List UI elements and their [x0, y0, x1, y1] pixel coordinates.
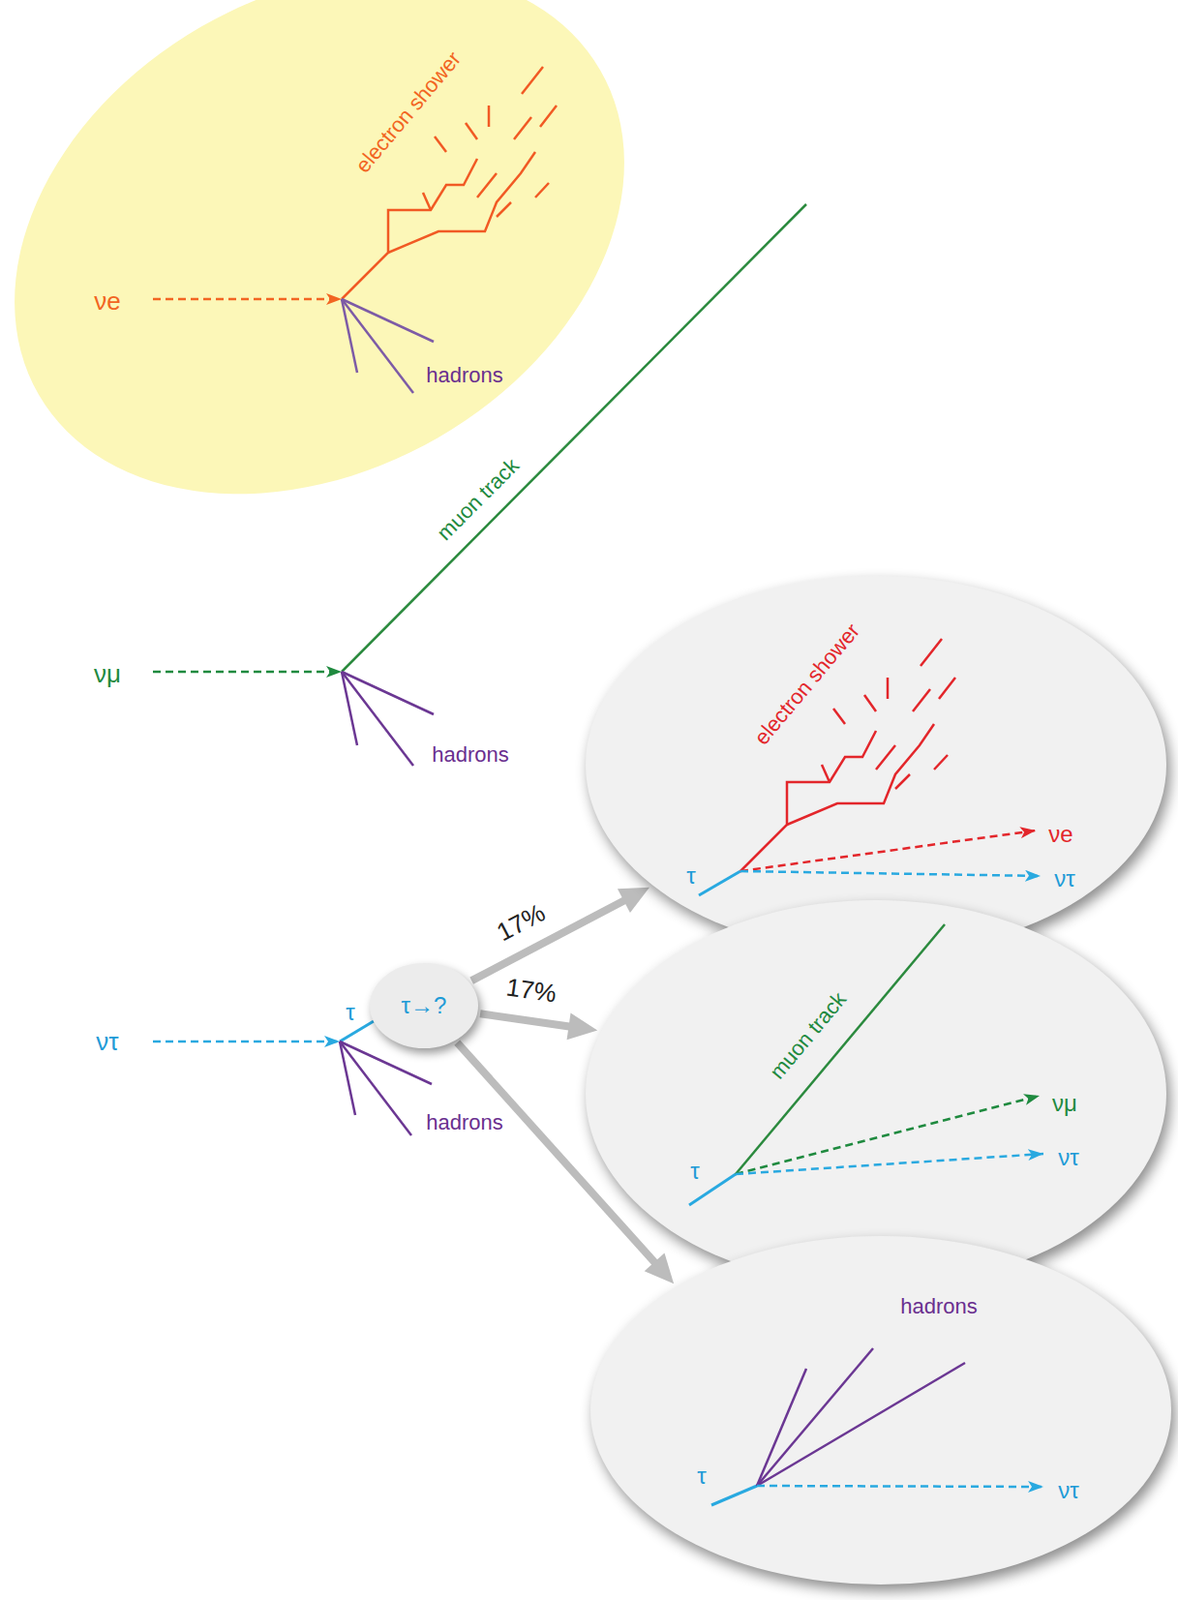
interaction-region: electron showerνehadrons [0, 0, 649, 504]
shower-line [821, 764, 830, 783]
decay-ellipse [585, 900, 1167, 1288]
hadron-line [756, 1362, 966, 1486]
arrow-shaft [480, 1013, 573, 1027]
hadron-line [756, 1348, 874, 1486]
neutrino-label: νe [93, 288, 121, 314]
hadron-lines [339, 1041, 432, 1136]
hadron-line [341, 299, 414, 393]
decay-ellipse [585, 575, 1167, 954]
tau-line [711, 1485, 757, 1506]
decay-ellipse: electron showerτνeντ [585, 575, 1167, 954]
shower-line [740, 730, 876, 872]
tau-line [339, 1021, 374, 1042]
arrow-head [644, 1253, 674, 1285]
branching-ratio: 17% [504, 973, 558, 1006]
arrow-head [617, 887, 650, 913]
neutrino-arrow [740, 830, 1036, 872]
hadron-lines [341, 299, 434, 393]
decay-circle: τ→? [367, 961, 481, 1051]
shower-line [341, 158, 478, 300]
decay-ellipse: muon trackτνμντ [585, 900, 1167, 1288]
hadrons-label: hadrons [431, 744, 510, 766]
shower-dashes [434, 66, 557, 217]
muon-track-label: muon track [433, 454, 524, 545]
hadrons-label: hadrons [425, 364, 504, 387]
tau-line [698, 871, 741, 896]
neutrino-label: νμ [1052, 1091, 1078, 1116]
neutrino-label: ντ [1057, 1146, 1079, 1170]
hadrons-label: hadrons [425, 1112, 504, 1134]
arrow-shaft [471, 899, 628, 981]
hadron-lines [341, 671, 434, 766]
tau-label: τ [345, 1000, 355, 1025]
ellipse-shape [369, 963, 479, 1049]
hadron-lines [756, 1348, 966, 1486]
tau-label: τ [686, 864, 695, 888]
arrow-head [567, 1013, 599, 1041]
electron-shower [740, 638, 956, 872]
hadrons-label: hadrons [900, 1296, 978, 1318]
neutrino-arrow [735, 1095, 1040, 1175]
hadron-line [341, 671, 414, 766]
electron-shower [341, 66, 557, 300]
neutrino-arrow [740, 871, 1041, 876]
branching-ratio: 17% [492, 899, 549, 945]
shower-line [388, 151, 536, 253]
ellipse-shape [590, 1236, 1172, 1585]
neutrino-label: ντ [95, 1028, 119, 1055]
ellipse-shape [585, 900, 1167, 1288]
decay-ellipse: hadrons τ ντ [590, 1236, 1172, 1585]
tau-label: τ [696, 1464, 706, 1488]
decay-ellipse [590, 1236, 1172, 1585]
neutrino-label: νe [1048, 822, 1073, 846]
muon-track [735, 924, 945, 1175]
tau-label: τ [690, 1159, 699, 1183]
hadron-line [341, 299, 434, 342]
neutrino-label: νμ [93, 661, 121, 687]
neutrino-arrow [756, 1485, 1044, 1487]
neutrino-arrow [152, 298, 342, 302]
yellow-ellipse [0, 0, 649, 504]
hadron-line [756, 1368, 807, 1486]
hadron-line [339, 1041, 412, 1136]
decay-question: τ→? [401, 994, 448, 1018]
decay-arrow [480, 1013, 598, 1041]
ellipse-shape [585, 575, 1167, 954]
shower-dashes [833, 638, 956, 789]
neutrino-label: ντ [1054, 867, 1075, 891]
shower-line [786, 724, 935, 825]
neutrino-label: ντ [1057, 1479, 1079, 1503]
shower-line [422, 192, 431, 211]
decay-arrow [471, 887, 650, 981]
hadron-line [341, 671, 434, 715]
ellipse-shape [0, 0, 720, 601]
neutrino-arrow [152, 1040, 340, 1044]
neutrino-arrow [152, 670, 342, 674]
neutrino-arrow [735, 1153, 1044, 1175]
